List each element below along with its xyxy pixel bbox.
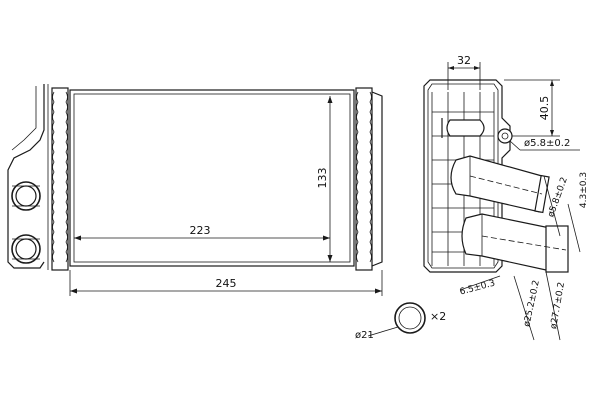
dim-pipe-gap-label: 6.5±0.3: [459, 279, 497, 298]
front-view: 223 133 245: [7, 84, 383, 296]
dim-core-height-label: 133: [316, 168, 329, 189]
dim-top-width-label: 32: [457, 54, 471, 67]
heater-core: [69, 89, 355, 267]
left-tank: [7, 84, 69, 271]
dimension-hole-diameter: ø5.8±0.2: [509, 138, 580, 151]
right-tank: [355, 87, 383, 271]
dimension-core-height: 133: [316, 96, 333, 262]
dim-pipe-offset-right-label: 4.3±0.3: [579, 172, 589, 208]
dimension-pipe-diam-b: ø27.7±0.2: [545, 271, 567, 341]
mounting-hole: [497, 128, 513, 144]
dim-pipe-diam-a-label: ø25.2±0.2: [522, 279, 542, 327]
seal-diameter-label: ø21: [355, 330, 374, 341]
dimension-pipe-offset-right: 4.3±0.3: [567, 172, 589, 253]
dimension-core-width: 223: [74, 224, 330, 241]
dim-core-width-label: 223: [190, 224, 211, 237]
side-pipe-lower: [461, 213, 569, 273]
seal-detail: ø21 ×2: [355, 302, 446, 341]
dim-overall-width-label: 245: [216, 277, 237, 290]
dimension-pipe-gap: 6.5±0.3: [459, 275, 501, 298]
outlet-pipe: [11, 234, 41, 264]
inlet-pipe: [11, 181, 41, 211]
seal-quantity-label: ×2: [430, 310, 446, 323]
dimension-pipe-diam-a: ø25.2±0.2: [513, 275, 542, 341]
dimension-top-width: 32: [447, 54, 481, 90]
side-view: 32 40.5 ø5.8±0.2 ø5.8±0.2 4.3±0.3 6.5±0.…: [423, 54, 589, 341]
side-pipe-upper: [450, 155, 550, 214]
dim-hole-offset-label: 40.5: [538, 96, 551, 121]
dimension-overall-width: 245: [69, 270, 383, 296]
dimension-hole-offset: 40.5: [504, 79, 560, 137]
dim-pipe-diam-b-label: ø27.7±0.2: [549, 281, 567, 329]
dim-hole-diameter-label: ø5.8±0.2: [524, 138, 570, 149]
